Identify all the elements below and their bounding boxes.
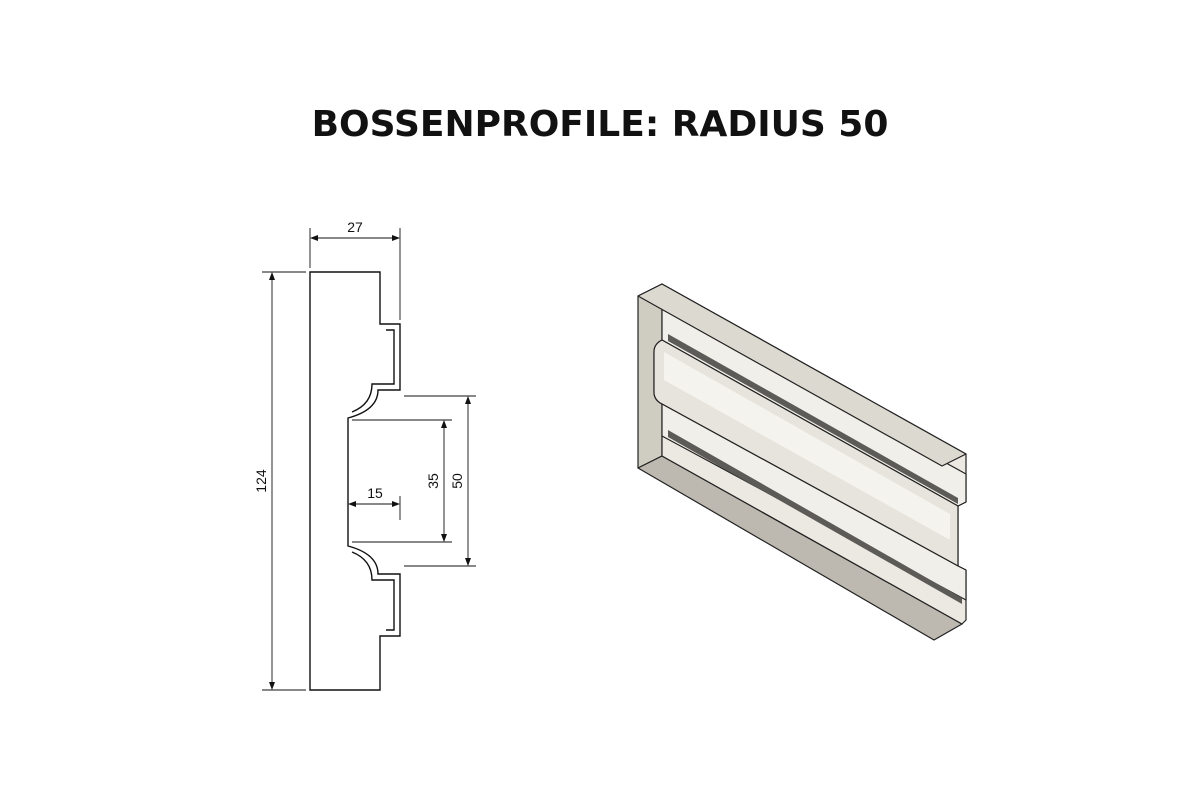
page-title: BOSSENPROFILE: RADIUS 50 — [311, 104, 889, 145]
profile-inner-line — [351, 329, 395, 413]
render-groove-shadow-lower — [668, 430, 962, 604]
dimension-lines — [262, 228, 476, 691]
dim-radius-inner-label: 35 — [425, 473, 441, 489]
render-lower-band — [661, 403, 967, 601]
profile-3d-render — [637, 283, 967, 641]
dim-height-label: 124 — [253, 469, 269, 493]
dim-radius-outer-label: 50 — [449, 473, 465, 489]
dim-width-label: 27 — [347, 219, 363, 235]
profile-inner-line-lower — [351, 551, 395, 631]
render-top-edge — [637, 283, 967, 467]
dim-depth-label: 15 — [367, 485, 383, 501]
cross-section-profile — [309, 271, 401, 691]
render-boss-highlight — [664, 352, 950, 540]
render-groove-shadow-upper — [668, 334, 958, 504]
profile-outline — [309, 271, 401, 691]
